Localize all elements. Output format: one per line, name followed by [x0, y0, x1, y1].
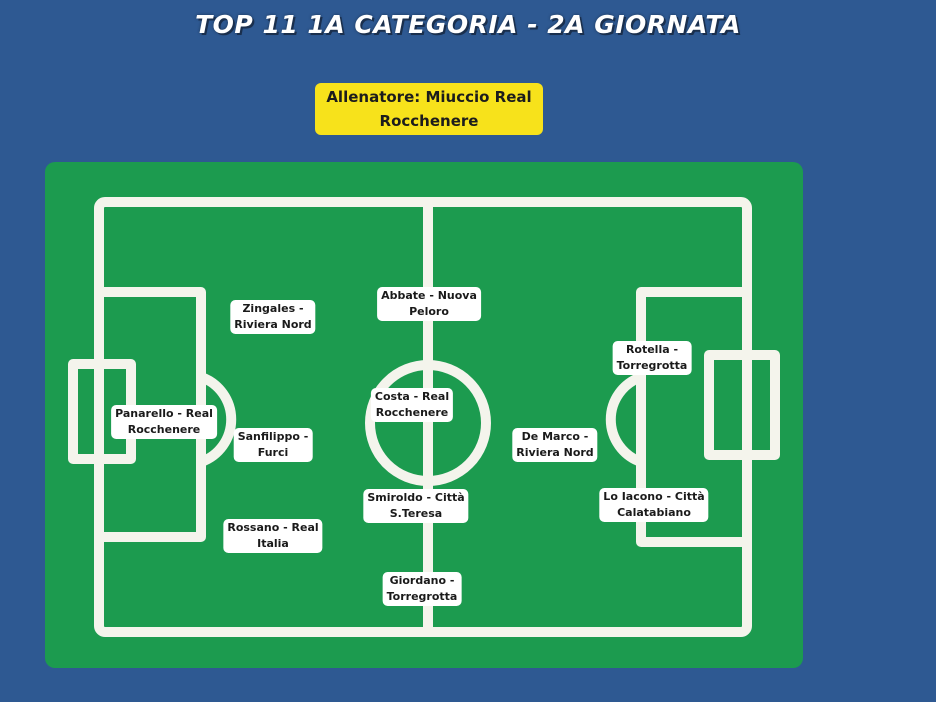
player-name: Rotella - — [625, 343, 679, 356]
player-name: De Marco - — [521, 430, 589, 443]
player-team: Torregrotta — [386, 590, 458, 603]
center-circle — [365, 360, 491, 486]
player-team: Italia — [257, 537, 289, 550]
player-mid-bottom: Giordano - Torregrotta — [382, 572, 462, 606]
player-team: Riviera Nord — [516, 446, 594, 459]
page-title: TOP 11 1A CATEGORIA - 2A GIORNATA — [195, 10, 741, 39]
pitch-markings — [68, 197, 780, 637]
coach-label-line2: Rocchenere — [379, 112, 479, 130]
player-def-mid: Sanfilippo - Furci — [233, 428, 313, 462]
player-mid-center: Costa - Real Rocchenere — [370, 388, 454, 422]
player-goalkeeper: Panarello - Real Rocchenere — [111, 405, 217, 439]
player-def-bottom: Rossano - Real Italia — [223, 519, 323, 553]
player-team: Torregrotta — [616, 359, 688, 372]
coach-badge: Allenatore: Miuccio Real Rocchenere — [315, 83, 543, 135]
coach-label-line1: Allenatore: Miuccio Real — [326, 88, 532, 106]
player-fwd-center: De Marco - Riviera Nord — [512, 428, 598, 462]
right-penalty-arc — [605, 372, 646, 467]
player-name: Rossano - Real — [227, 521, 319, 534]
player-team: Peloro — [409, 305, 449, 318]
player-team: Furci — [257, 446, 289, 459]
player-fwd-top: Rotella - Torregrotta — [612, 341, 692, 375]
right-goal-area — [704, 350, 780, 460]
player-fwd-bottom: Lo Iacono - Città Calatabiano — [599, 488, 709, 522]
left-penalty-arc — [196, 372, 237, 467]
player-name: Panarello - Real — [115, 407, 213, 420]
player-team: Rocchenere — [127, 423, 201, 436]
player-name: Lo Iacono - Città — [603, 490, 705, 503]
player-name: Zingales - — [242, 302, 304, 315]
player-team: Rocchenere — [375, 406, 449, 419]
player-name: Sanfilippo - — [237, 430, 309, 443]
player-name: Smiroldo - Città — [367, 491, 465, 504]
player-mid-top: Abbate - Nuova Peloro — [377, 287, 481, 321]
player-team: Riviera Nord — [234, 318, 312, 331]
player-team: Calatabiano — [617, 506, 691, 519]
player-team: S.Teresa — [389, 507, 443, 520]
player-name: Abbate - Nuova — [381, 289, 477, 302]
player-def-top: Zingales - Riviera Nord — [230, 300, 316, 334]
player-name: Giordano - — [389, 574, 455, 587]
right-penalty-area — [636, 287, 752, 547]
player-name: Costa - Real — [374, 390, 450, 403]
player-mid-lower: Smiroldo - Città S.Teresa — [363, 489, 469, 523]
